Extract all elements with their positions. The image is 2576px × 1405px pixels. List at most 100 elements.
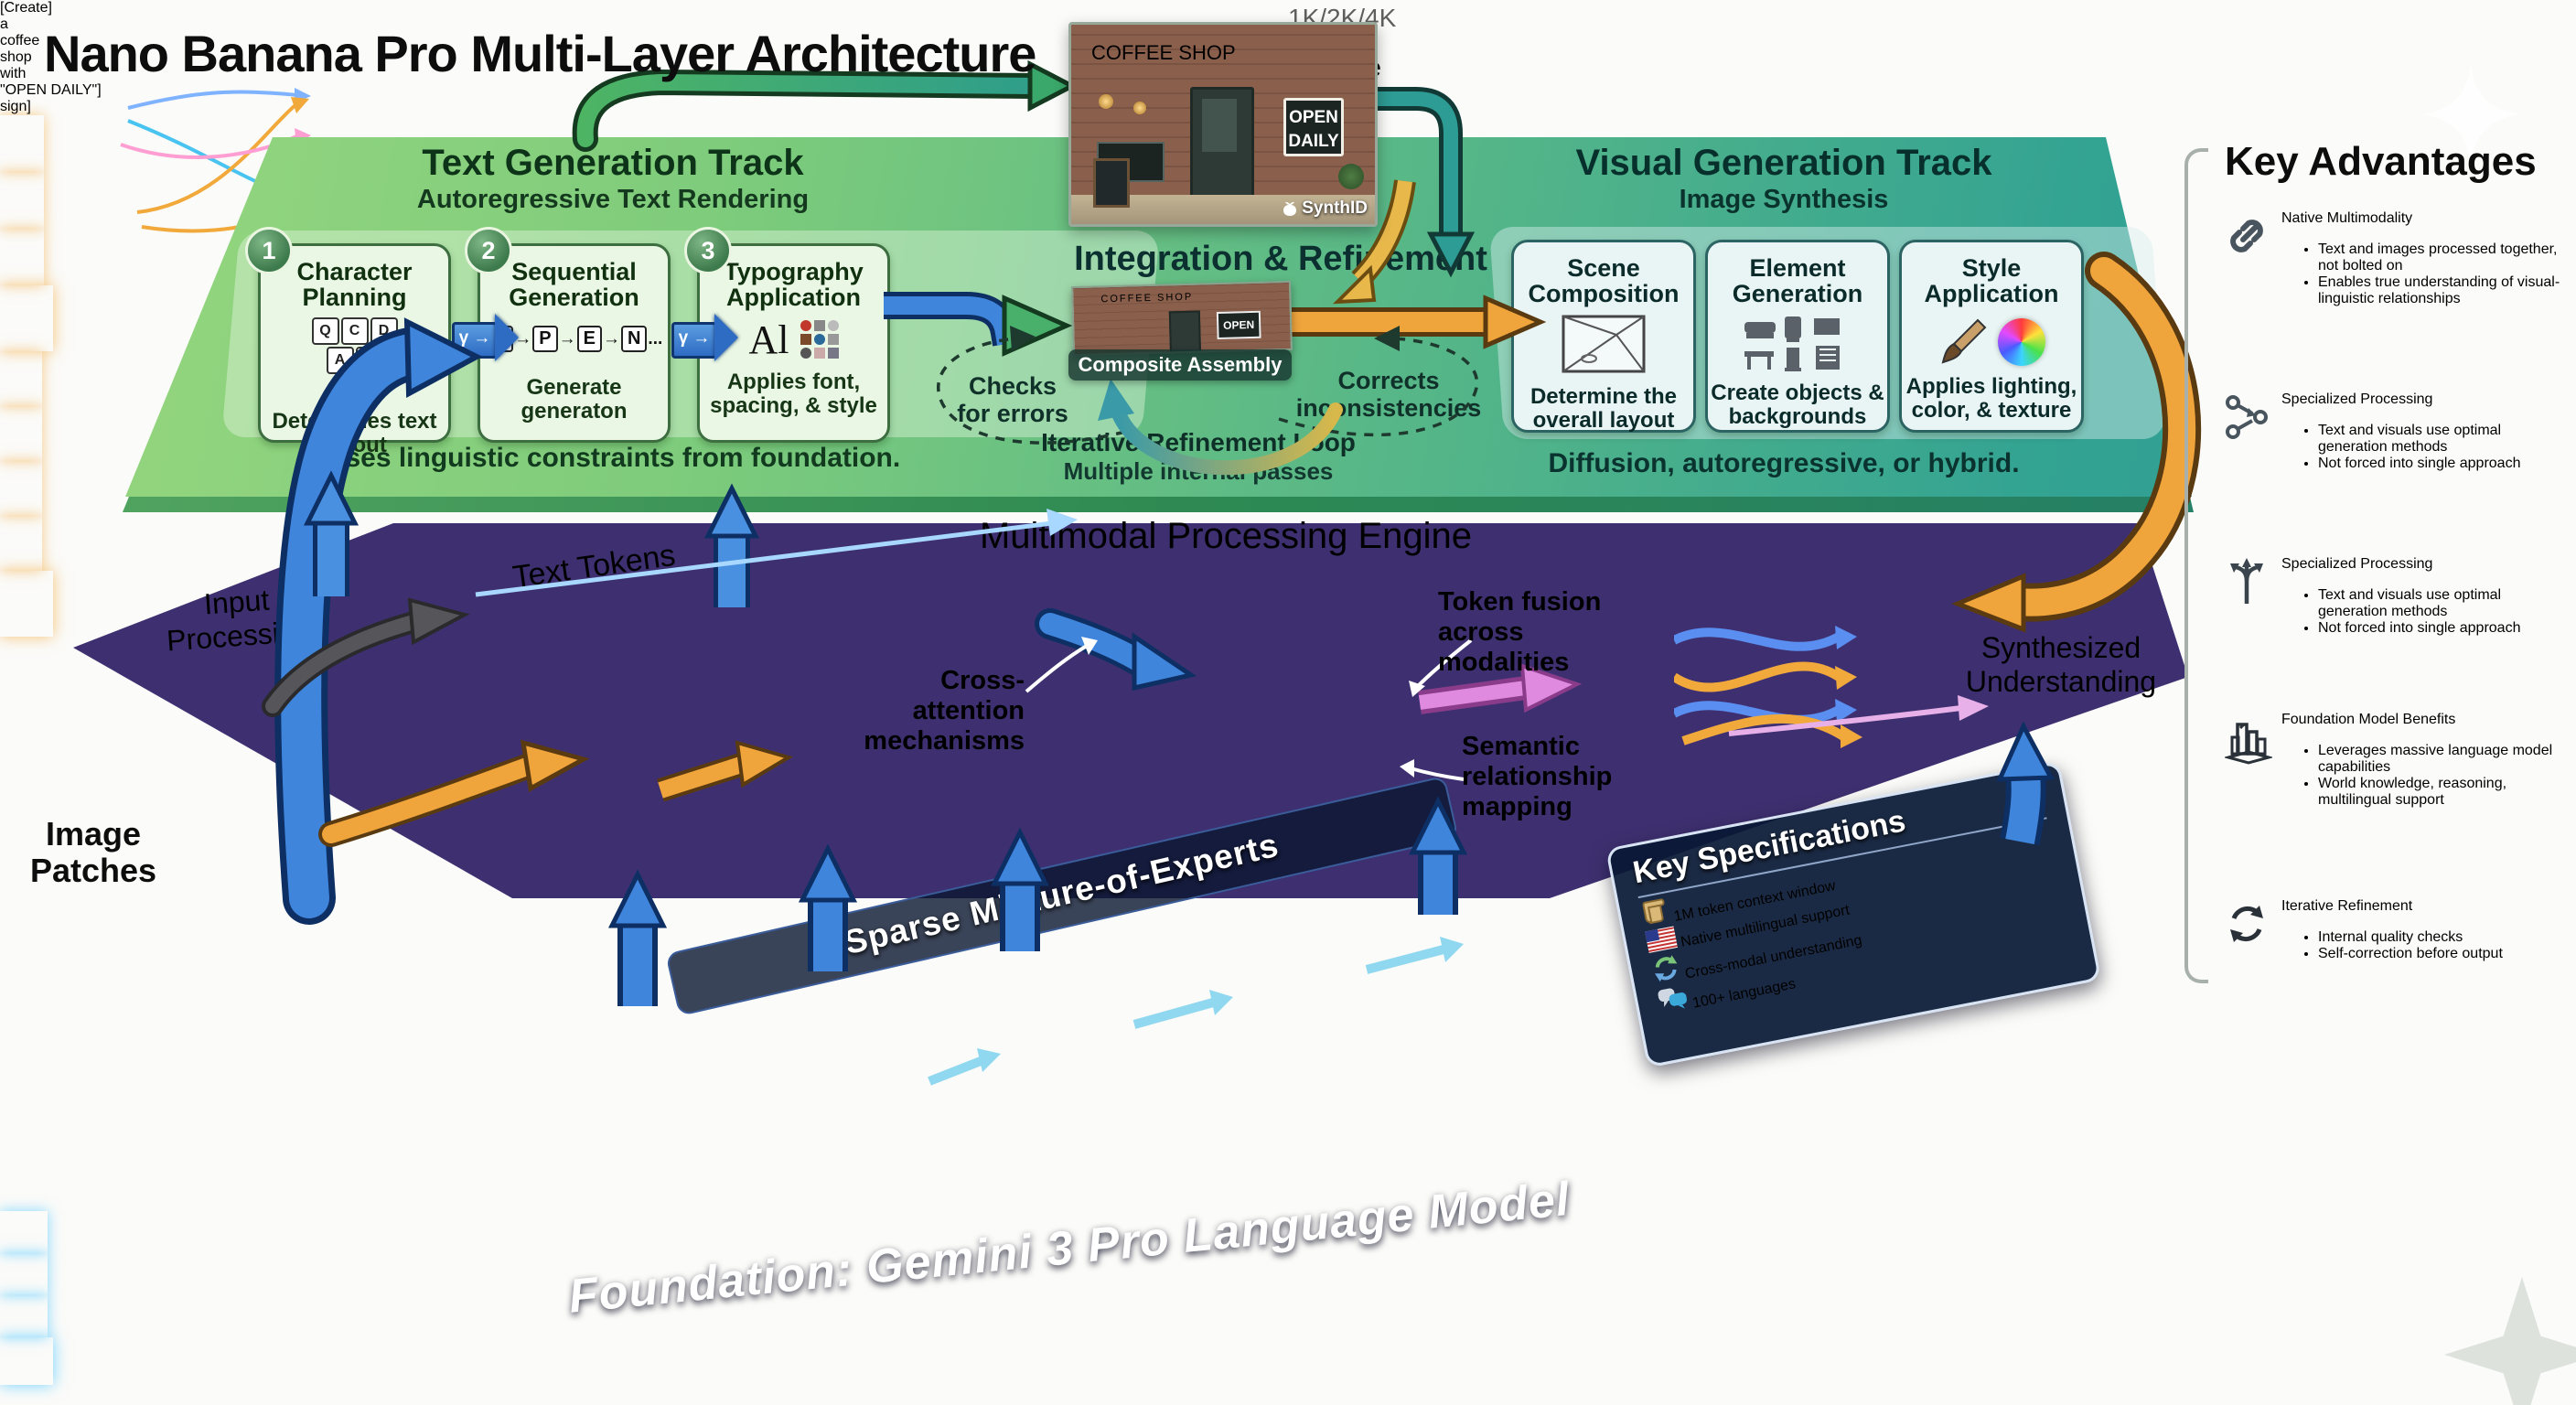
advantage-bullets: Internal quality checks Self-correction …: [2281, 929, 2565, 962]
synthid-label: SynthID: [1302, 198, 1368, 218]
composite-assembly-caption: Composite Assembly: [1068, 349, 1292, 381]
step-arrow-icon: γ →: [452, 322, 498, 359]
advantage-bullets: Text and visuals use optimal generation …: [2281, 587, 2565, 637]
engine-title: Multimodal Processing Engine: [979, 516, 1473, 556]
step-title: Sequential Generation: [509, 258, 639, 312]
visual-track-footer: Diffusion, autoregressive, or hybrid.: [1548, 448, 2020, 478]
visual-track-title: Visual Generation Track: [1575, 143, 1992, 183]
chain-link-icon: [2230, 220, 2263, 252]
furniture-set-icon: [1744, 314, 1840, 371]
advantage-item: Specialized Processing Text and visuals …: [2225, 556, 2565, 651]
step-title: Typography Application: [724, 258, 864, 312]
advantage-item: Foundation Model Benefits Leverages mass…: [2225, 712, 2565, 823]
semantic-mapping-note: Semantic relationship mapping: [1462, 732, 1613, 821]
storefront-window-right: OPEN DAILY: [1260, 81, 1358, 189]
step-number-3: 3: [684, 227, 732, 274]
mini-open-sign: OPEN: [1216, 310, 1261, 339]
open-daily-line1: OPEN: [1289, 108, 1338, 127]
share-nodes-icon: [2226, 395, 2268, 439]
spec-item: Native multilingual support: [1645, 853, 2058, 958]
page-title: Nano Banana Pro Multi-Layer Architecture: [44, 25, 1036, 82]
token-chip: with: [0, 66, 27, 81]
composite-assembly-image: COFFEE SHOP OPEN: [1071, 280, 1293, 357]
token-chip: coffee: [0, 33, 40, 48]
step-desc: Applies font, spacing, & style: [710, 369, 877, 418]
input-processing-label: Input Processing: [166, 583, 313, 658]
sidebar-bracket: [2184, 148, 2208, 983]
plant: [1338, 164, 1364, 189]
advantages-title: Key Advantages: [2225, 139, 2537, 184]
step-element-generation: Element Generation Create objects & back…: [1705, 240, 1890, 433]
synthesized-understanding-label: Synthesized Understanding: [1965, 631, 2157, 698]
token-chip: a: [0, 16, 8, 32]
step-desc: Generate generaton: [521, 374, 628, 424]
color-wheel-icon: [1998, 317, 2045, 366]
key-specifications-panel: Key Specifications 1M token context wind…: [1605, 760, 2102, 1068]
spec-item: 1M token context window: [1638, 820, 2053, 931]
synth-cube-cluster: [0, 1385, 2576, 1392]
advantage-title: Foundation Model Benefits: [2281, 712, 2456, 727]
step-desc: Applies lighting, color, & texture: [1905, 373, 2077, 423]
token-chip: sign]: [0, 99, 31, 114]
synthid-watermark: SynthID: [1283, 198, 1368, 219]
advantage-title: Iterative Refinement: [2281, 898, 2413, 914]
token-fusion-note: Token fusion across modalities: [1438, 587, 1602, 677]
open-daily-sign: OPEN DAILY: [1283, 98, 1344, 156]
palette-grid-icon: [800, 320, 839, 359]
split-arrows-icon: [2230, 558, 2263, 604]
door-window: [1202, 99, 1237, 152]
step-desc: Determine the overall layout: [1530, 383, 1678, 433]
visual-track-subtitle: Image Synthesis: [1679, 185, 1889, 214]
synthid-logo-icon: [1283, 201, 1297, 216]
token-chip: [Create]: [0, 0, 52, 16]
advantage-title: Native Multimodality: [2281, 210, 2413, 226]
typography-icon: Al: [700, 316, 887, 363]
advantage-bullets: Leverages massive language model capabil…: [2281, 743, 2565, 809]
open-daily-line2: DAILY: [1288, 131, 1339, 151]
chalkboard: [1093, 158, 1130, 208]
advantage-bullets: Text and images processed together, not …: [2281, 241, 2565, 307]
output-image: COFFEE SHOP OPEN DAILY SynthID: [1068, 22, 1378, 227]
token-chip: shop: [0, 49, 32, 65]
integration-title: Integration & Refinement: [1074, 240, 1487, 278]
cross-attention-note: Cross-attention mechanisms: [864, 666, 1025, 756]
loop-subtitle: Multiple internal passes: [1063, 457, 1334, 485]
lamp-glow: [1133, 102, 1146, 114]
token-chip: "OPEN DAILY"]: [0, 82, 102, 98]
step-number-2: 2: [465, 227, 512, 274]
brush-icon: [1941, 318, 1987, 364]
step-desc: Create objects & backgrounds: [1711, 380, 1884, 429]
advantage-bullets: Text and visuals use optimal generation …: [2281, 423, 2565, 472]
brush-color-wheel-icon: [1902, 316, 2081, 368]
corrects-note: Corrects inconsistencies: [1295, 367, 1482, 422]
table-sparkle-icon: [2420, 64, 2521, 165]
step-arrow-icon: γ →: [671, 322, 717, 359]
attention-curves: [120, 88, 318, 233]
building-icon: [2225, 723, 2272, 765]
woven-arrows: [1674, 626, 1862, 748]
flag-icon: [1645, 926, 1679, 954]
perspective-frame-icon: [1562, 315, 1646, 373]
text-track-subtitle: Autoregressive Text Rendering: [416, 185, 810, 214]
text-track-title: Text Generation Track: [422, 143, 804, 183]
mini-window: [1081, 312, 1143, 349]
advantage-item: Native Multimodality Text and images pro…: [2225, 210, 2565, 322]
loop-title: Iterative Refinement Loop: [1041, 428, 1356, 456]
refresh-icon: [2230, 906, 2263, 942]
scroll-icon: [1642, 898, 1665, 925]
lamp-glow: [1099, 94, 1113, 109]
text-track-footer: Uses linguistic constraints from foundat…: [325, 443, 901, 473]
step-style-application: Style Application Applies lighting, colo…: [1899, 240, 2084, 433]
step-title: Element Generation: [1732, 254, 1863, 308]
advantage-item: Iterative Refinement Internal quality ch…: [2225, 898, 2565, 977]
storefront-sign: COFFEE SHOP: [1091, 41, 1236, 64]
step-title: Style Application: [1924, 254, 2059, 308]
step-scene-composition: Scene Composition Determine the overall …: [1511, 240, 1696, 433]
spec-item: 100+ languages: [1656, 909, 2070, 1018]
mini-storefront-sign: COFFEE SHOP: [1100, 291, 1194, 306]
spec-item: Cross-modal understanding: [1650, 878, 2065, 989]
checks-note: Checks for errors: [957, 372, 1068, 427]
